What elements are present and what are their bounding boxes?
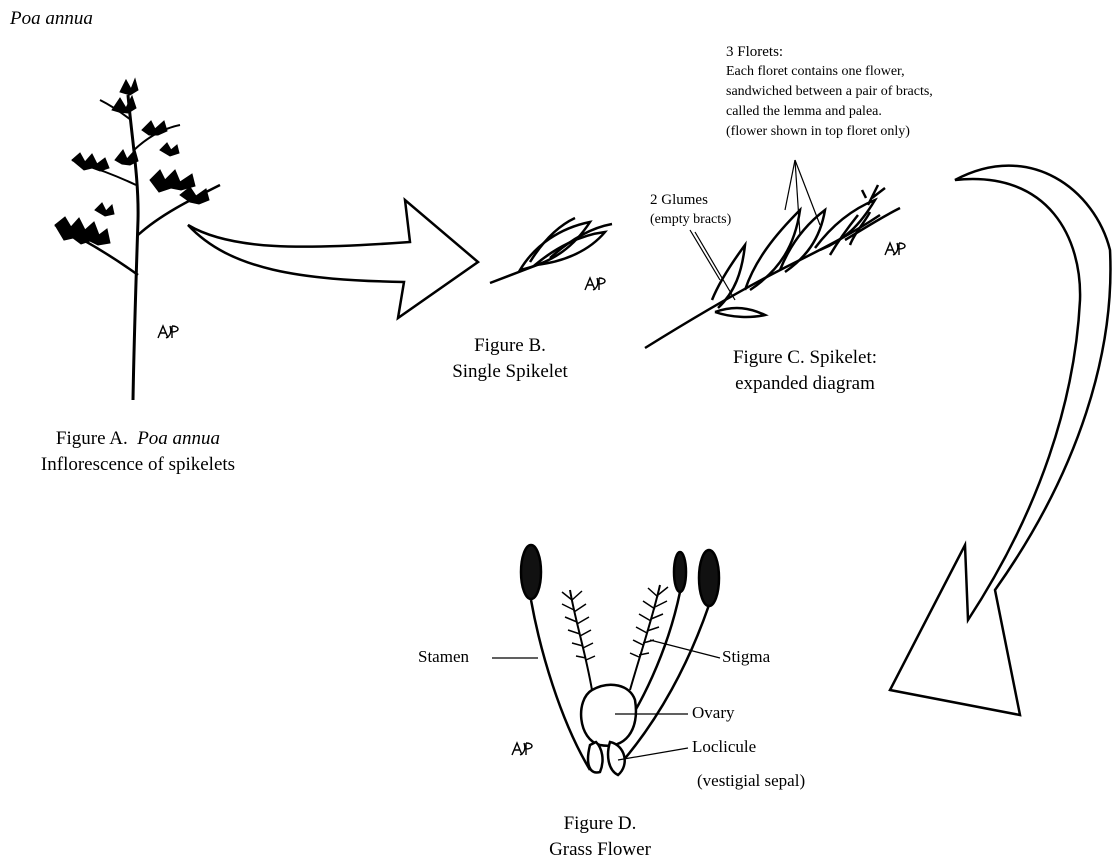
- florets-desc-1: Each floret contains one flower,: [726, 62, 933, 82]
- arrow-a-to-b: [188, 200, 478, 318]
- figure-d-caption-line2: Grass Flower: [520, 837, 680, 863]
- figure-c-caption-line1: Figure C. Spikelet:: [705, 345, 905, 371]
- figure-a-caption-species: Poa annua: [137, 428, 220, 449]
- anther-right: [699, 550, 719, 606]
- figure-d-caption: Figure D. Grass Flower: [520, 811, 680, 863]
- figure-c-caption-line2: expanded diagram: [705, 371, 905, 397]
- figure-b-caption-line1: Figure B.: [430, 333, 590, 359]
- stigma-label: Stigma: [722, 647, 770, 667]
- anther-middle: [674, 552, 686, 592]
- figure-d-caption-line1: Figure D.: [520, 811, 680, 837]
- inflorescence-drawing: [55, 79, 220, 400]
- signature-marks: [158, 243, 905, 755]
- glumes-note: (empty bracts): [650, 210, 731, 230]
- glumes-label: 2 Glumes: [650, 190, 731, 210]
- ovary-label: Ovary: [692, 703, 734, 723]
- stamen-label: Stamen: [418, 647, 469, 667]
- figure-a-caption: Figure A. Poa annua Inflorescence of spi…: [8, 426, 268, 478]
- florets-desc-3: called the lemma and palea.: [726, 102, 933, 122]
- leader-lines-c: [690, 160, 820, 300]
- arrow-c-to-d: [890, 166, 1110, 715]
- page-title: Poa annua: [10, 8, 93, 30]
- florets-annotation: 3 Florets: Each floret contains one flow…: [726, 42, 933, 142]
- figure-a-caption-prefix: Figure A.: [56, 428, 128, 449]
- figure-a-caption-line2: Inflorescence of spikelets: [8, 452, 268, 478]
- florets-desc-4: (flower shown in top floret only): [726, 122, 933, 142]
- florets-title: 3 Florets:: [726, 42, 933, 62]
- anther-left: [521, 545, 541, 599]
- single-spikelet-drawing: [490, 218, 612, 283]
- lodicule-label: Loclicule: [692, 737, 756, 757]
- glumes-annotation: 2 Glumes (empty bracts): [650, 190, 731, 230]
- figure-b-caption-line2: Single Spikelet: [430, 359, 590, 385]
- figure-c-caption: Figure C. Spikelet: expanded diagram: [705, 345, 905, 397]
- florets-desc-2: sandwiched between a pair of bracts,: [726, 82, 933, 102]
- figure-b-caption: Figure B. Single Spikelet: [430, 333, 590, 385]
- grass-flower-drawing: [521, 545, 719, 775]
- lodicule-note: (vestigial sepal): [697, 771, 805, 791]
